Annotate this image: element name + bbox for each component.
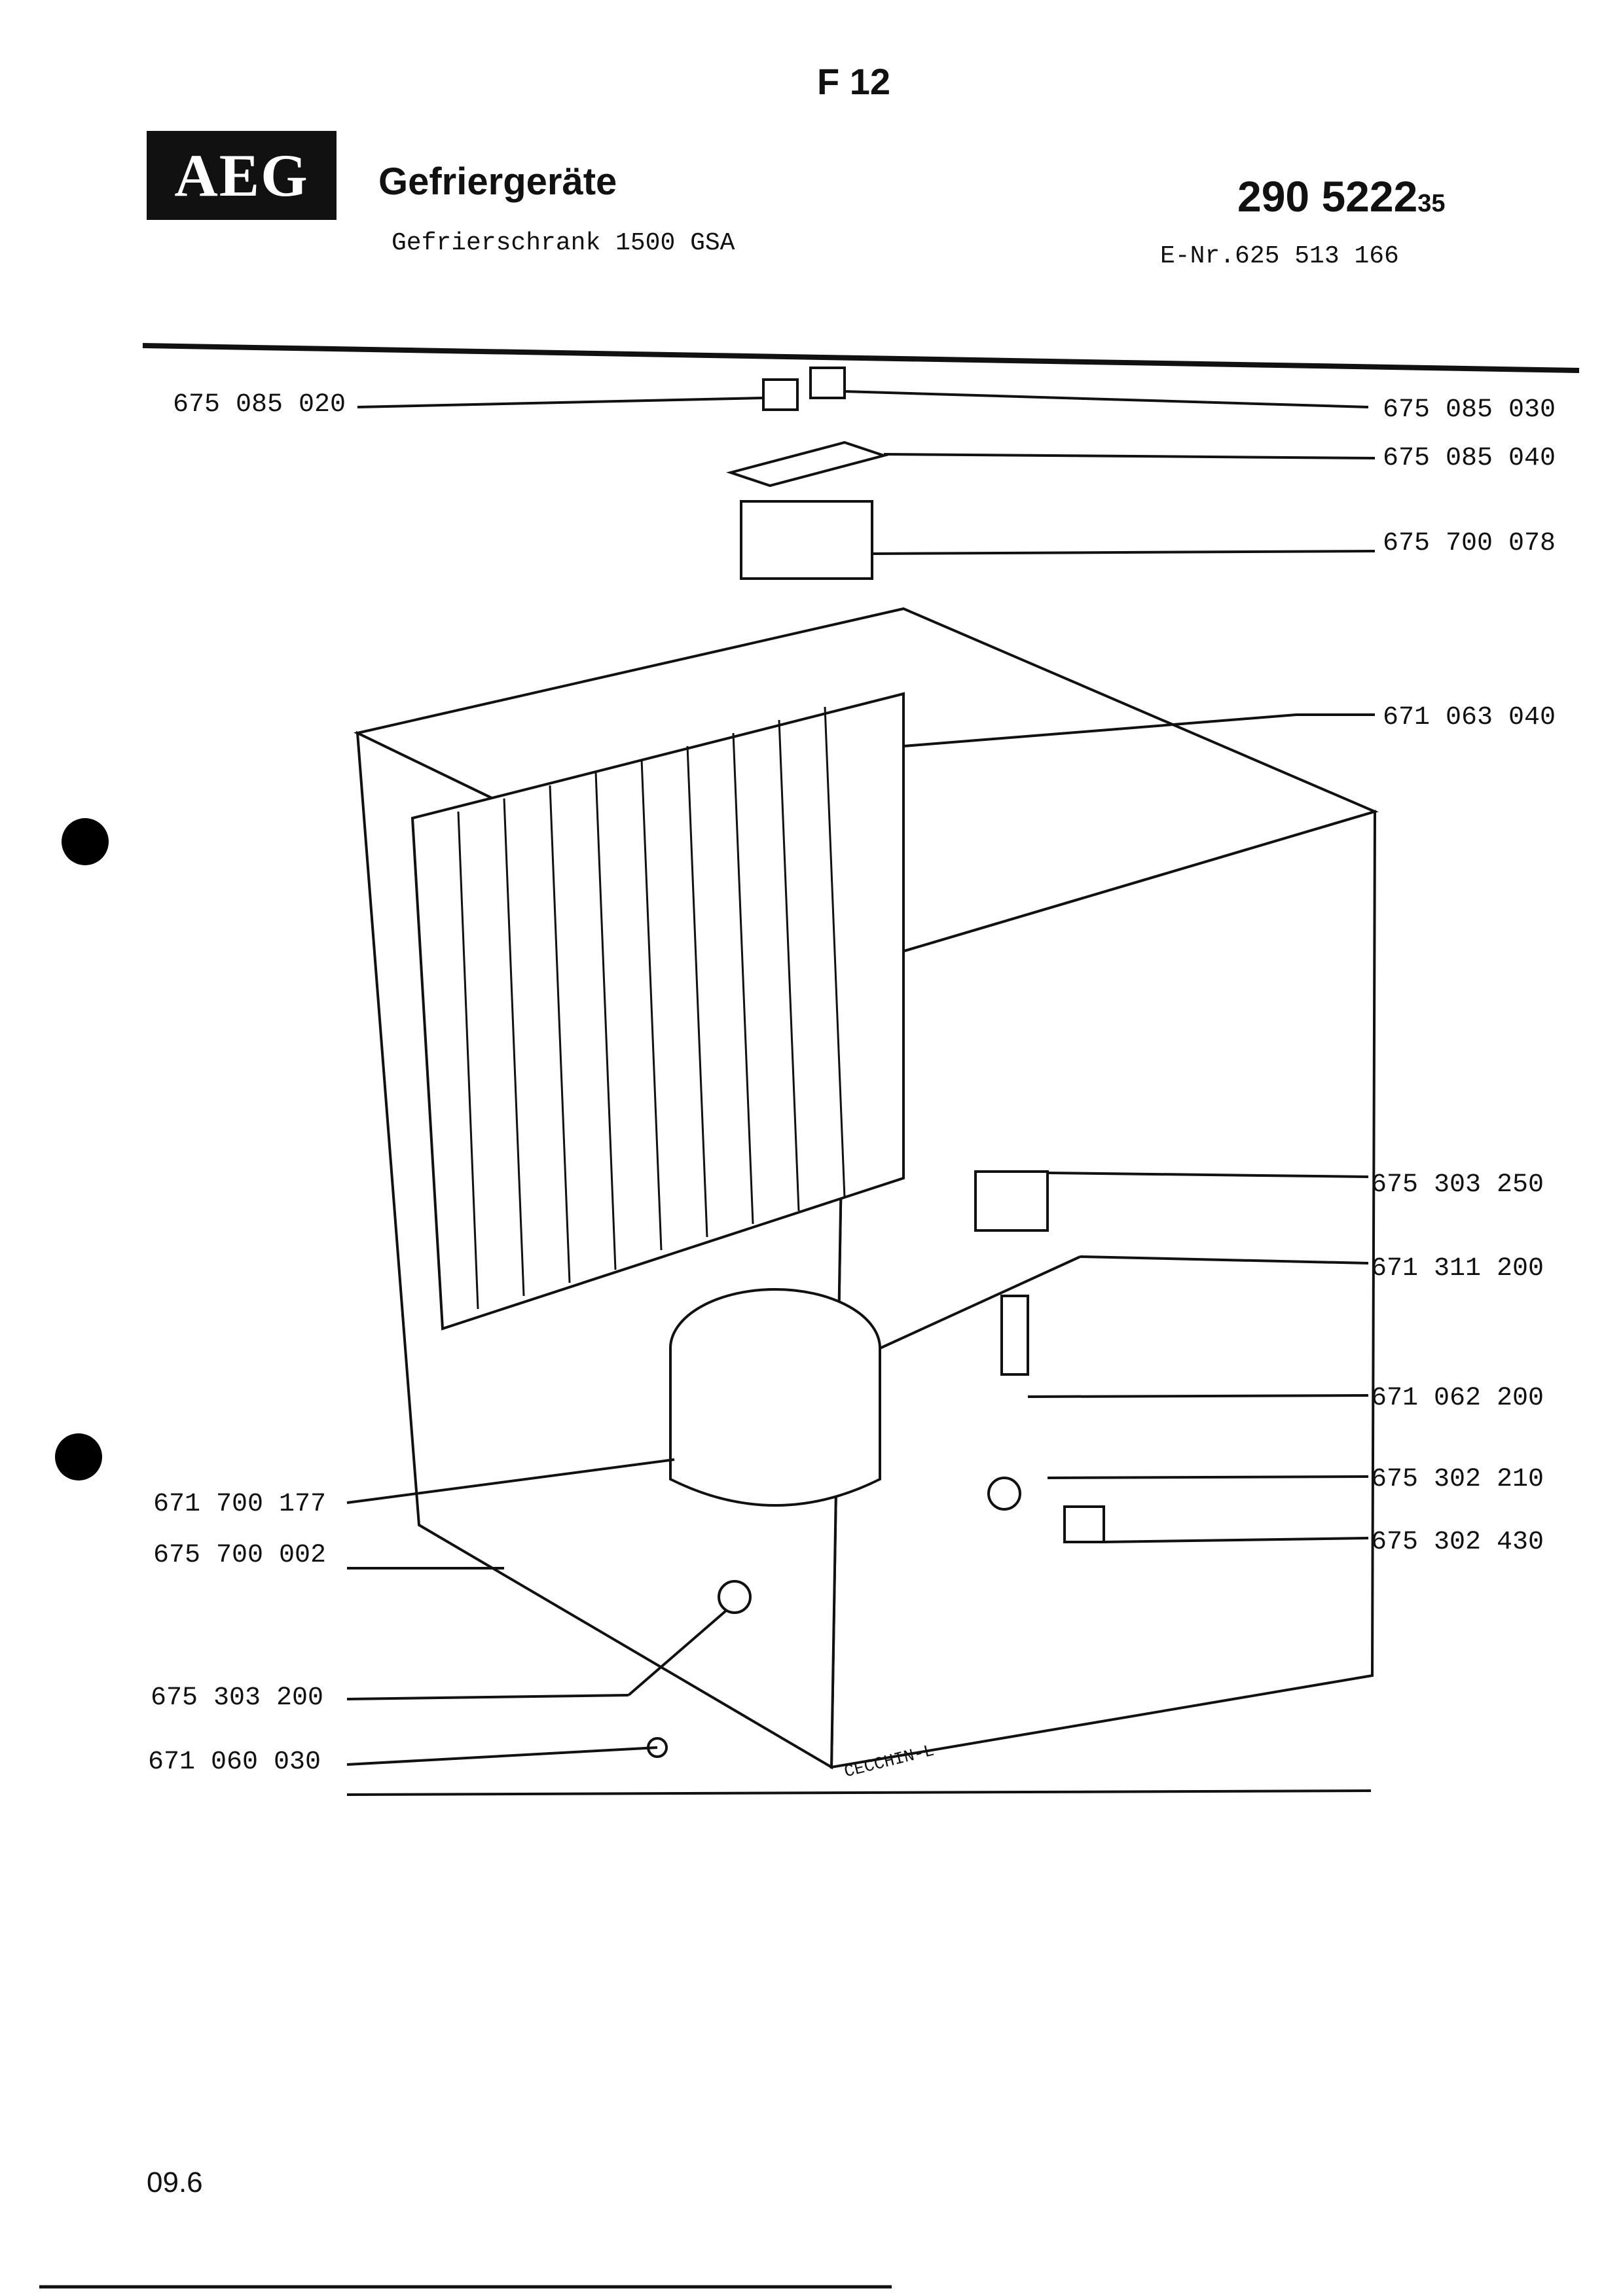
e-number: E-Nr.625 513 166 xyxy=(1160,242,1399,270)
part-number-label: 675 085 030 xyxy=(1383,395,1556,425)
model-name: Gefrierschrank 1500 GSA xyxy=(392,229,735,257)
condenser-grille xyxy=(457,706,846,1310)
indicator-lamp xyxy=(987,1477,1021,1511)
category-title: Gefriergeräte xyxy=(378,160,617,203)
housing-box xyxy=(740,500,873,580)
header-rule xyxy=(142,343,1580,373)
part-number-label: 675 302 210 xyxy=(1371,1465,1544,1494)
compressor-body xyxy=(669,1348,881,1507)
drain-plug xyxy=(718,1580,752,1614)
part-number-label: 671 062 200 xyxy=(1371,1384,1544,1413)
condenser-panel xyxy=(410,692,905,1331)
part-number-label: 671 311 200 xyxy=(1371,1254,1544,1283)
document-number-suffix: 35 xyxy=(1417,190,1446,217)
part-number-label: 675 085 040 xyxy=(1383,444,1556,473)
part-number-label: 675 303 200 xyxy=(151,1683,324,1713)
part-number-label: 675 085 020 xyxy=(173,390,346,420)
part-number-label: 675 700 002 xyxy=(153,1541,327,1570)
switch-plate xyxy=(726,440,888,488)
registration-mark-2 xyxy=(55,1433,102,1480)
part-number-label: 675 700 078 xyxy=(1383,529,1556,558)
aeg-logo: AEG xyxy=(147,131,337,220)
part-number-label: 675 303 250 xyxy=(1371,1170,1544,1200)
door-hinge xyxy=(1000,1295,1029,1376)
part-number-label: 671 063 040 xyxy=(1383,703,1556,732)
switch-left xyxy=(762,378,799,411)
document-number-main: 290 5222 xyxy=(1237,172,1418,221)
registration-mark-1 xyxy=(62,818,109,865)
document-number: 290 522235 xyxy=(1237,171,1446,221)
part-number-label: 671 060 030 xyxy=(148,1748,321,1777)
cabinet-right-face xyxy=(830,810,1377,1769)
thermostat xyxy=(974,1170,1049,1232)
date-code: 09.6 xyxy=(147,2166,203,2198)
part-number-label: 675 302 430 xyxy=(1371,1528,1544,1557)
rocker-switch xyxy=(1063,1505,1105,1543)
page-id: F 12 xyxy=(817,61,891,102)
switch-right xyxy=(809,367,846,399)
part-number-label: 671 700 177 xyxy=(153,1490,327,1519)
